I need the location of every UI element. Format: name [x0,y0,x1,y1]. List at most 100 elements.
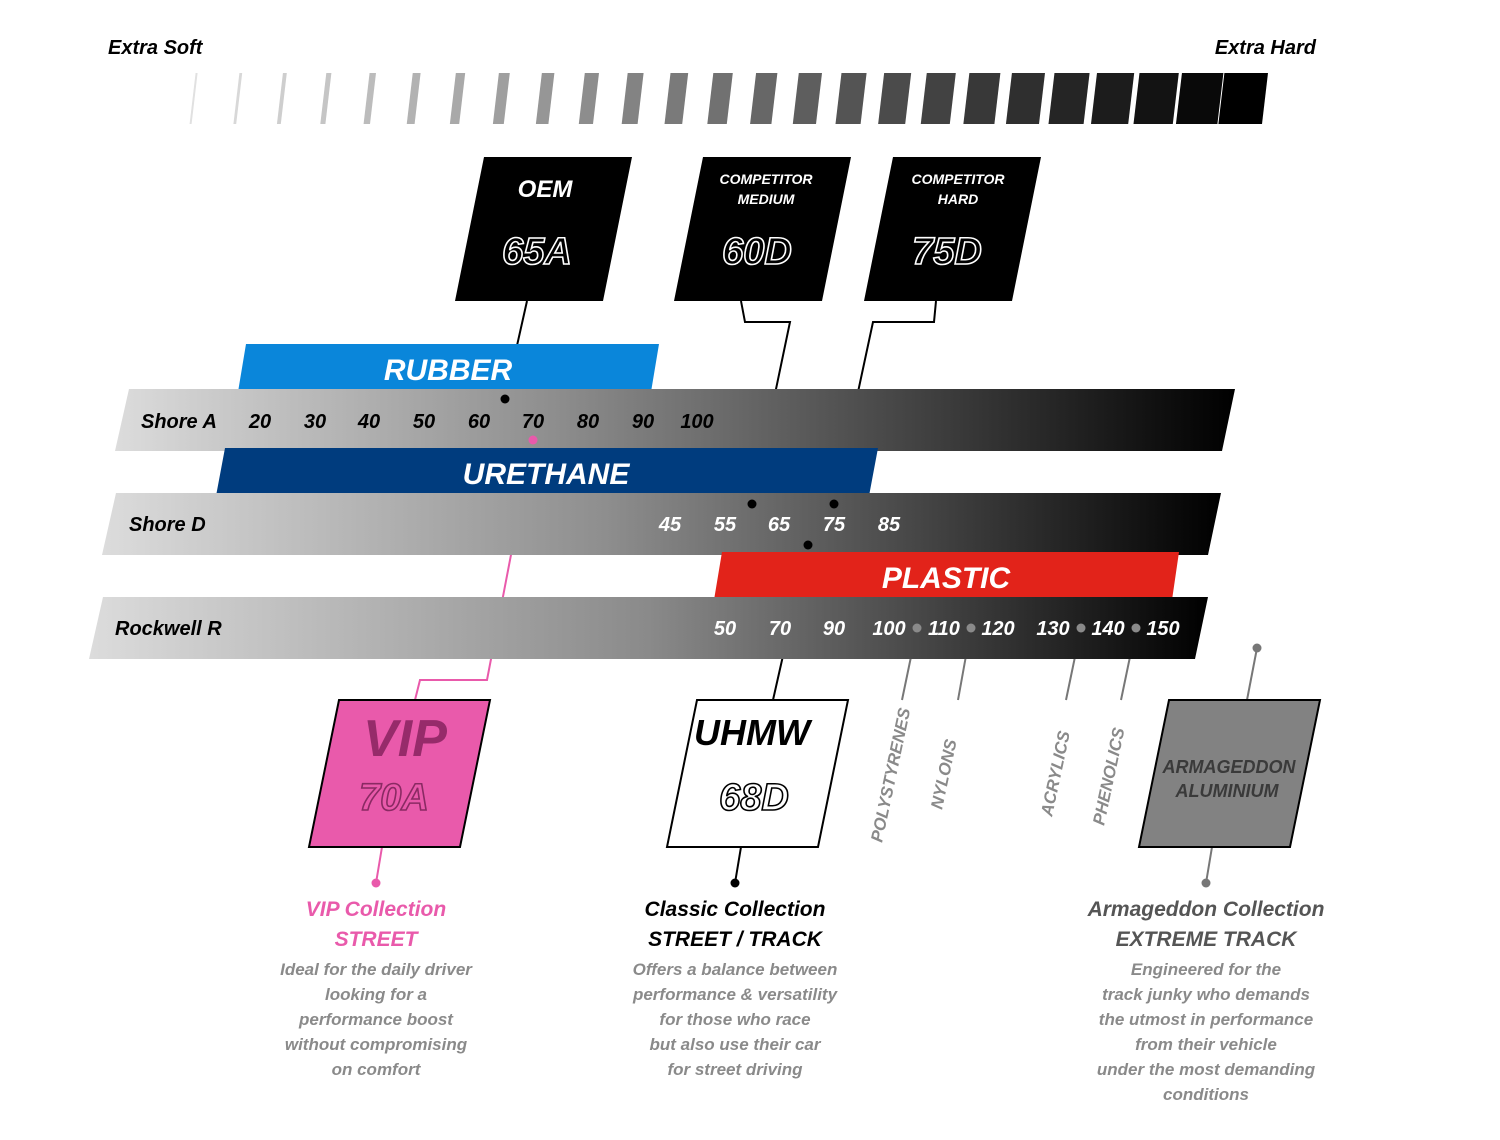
uhmw-marker-dot [803,540,813,550]
armageddon-collection-name: Armageddon Collection [1087,898,1325,921]
plastic-type-labels: POLYSTYRENES NYLONS ACRYLICS PHENOLICS [867,706,1128,844]
phenolics-label: PHENOLICS [1089,725,1128,827]
rockwell-r-tick: 140 [1091,618,1124,640]
hardness-stripe [189,73,198,124]
shore-a-tick: 20 [248,411,271,433]
shore-d-ticks: 45 55 65 75 85 [658,514,901,536]
classic-collection-desc-line: Offers a balance between [633,960,838,979]
competitor-hard-title-2: HARD [938,191,978,207]
hardness-stripe [449,73,466,124]
armageddon-collection-desc-line: Engineered for the [1131,960,1281,979]
hardness-stripe [664,73,689,124]
vip-collection-desc-line: on comfort [332,1060,422,1079]
vip-product-value: 70A [359,777,429,819]
vip-collection-desc-line: performance boost [298,1010,454,1029]
hardness-stripe [1218,73,1268,124]
shore-a-tick: 70 [522,411,544,433]
hardness-stripe [963,73,1001,124]
vip-product-title: VIP [363,710,447,768]
hardness-stripe [492,73,510,124]
hardness-stripe [535,73,555,124]
competitor-hard-callout-box [864,157,1041,301]
hardness-stripe [363,73,376,124]
hardness-stripe [406,73,421,124]
armageddon-collection-use: EXTREME TRACK [1116,928,1299,951]
competitor-hard-value: 75D [912,231,982,273]
plastic-label: PLASTIC [882,562,1012,595]
shore-d-tick: 85 [878,514,901,536]
rockwell-r-scale-bar [89,597,1208,659]
classic-collection-desc-line: for those who race [659,1010,810,1029]
rockwell-r-label: Rockwell R [115,618,222,640]
classic-collection-desc-line: performance & versatility [632,985,839,1004]
hardness-stripe [835,73,867,124]
shore-d-label: Shore D [129,514,206,536]
vip-collection-desc-line: Ideal for the daily driver [280,960,473,979]
shore-d-scale-bar [102,493,1221,555]
competitor-medium-value: 60D [722,231,792,273]
uhmw-product-title: UHMW [694,712,813,753]
uhmw-product: UHMW 68D [665,699,850,848]
hardness-stripe [1090,73,1135,124]
oem-callout: OEM 65A [455,157,632,301]
hardness-stripe [707,73,733,124]
vip-collection-leader-line [375,846,383,884]
shore-a-tick: 60 [468,411,490,433]
competitor-hard-marker-dot [829,499,839,509]
shore-a-ticks: 20 30 40 50 60 70 80 90 100 [248,411,714,433]
vip-collection: VIP Collection STREET Ideal for the dail… [280,898,473,1079]
vip-collection-name: VIP Collection [306,898,446,921]
uhmw-product-value: 68D [719,777,789,819]
rockwell-r-tick: 150 [1146,618,1179,640]
phenolics-marker-dot [1131,623,1141,633]
hardness-stripe [1048,73,1090,124]
polystyrenes-marker-dot [912,623,922,633]
uhmw-product-box [665,699,850,848]
classic-collection-desc-line: but also use their car [650,1035,822,1054]
rockwell-r-tick: 100 [872,618,905,640]
rockwell-r-tick: 130 [1036,618,1069,640]
hardness-stripe [1133,73,1179,124]
armageddon-marker-dot [1252,643,1262,653]
competitor-hard-title-1: COMPETITOR [911,171,1005,187]
shore-d-tick: 55 [714,514,737,536]
shore-a-tick: 80 [577,411,599,433]
hardness-stripe [1005,73,1045,124]
extra-soft-label: Extra Soft [108,37,204,59]
vip-marker-dot [528,435,538,445]
classic-collection-use: STREET / TRACK [648,928,824,951]
oem-callout-box [455,157,632,301]
competitor-medium-marker-dot [747,499,757,509]
armageddon-collection: Armageddon Collection EXTREME TRACK Engi… [1087,898,1325,1104]
shore-d-tick: 75 [823,514,846,536]
hardness-stripe [750,73,778,124]
oem-title: OEM [518,176,574,203]
competitor-medium-title-2: MEDIUM [738,191,795,207]
hardness-stripe [233,73,243,124]
hardness-stripe [920,73,956,124]
shore-d-tick: 65 [768,514,791,536]
shore-a-label: Shore A [141,411,217,433]
competitor-hard-callout: COMPETITOR HARD 75D [864,157,1041,301]
rockwell-r-tick: 50 [714,618,736,640]
classic-collection-dot [730,878,740,888]
extra-hard-label: Extra Hard [1215,37,1317,59]
shore-a-tick: 90 [632,411,654,433]
hardness-stripe [276,73,287,124]
armageddon-product-box [1137,699,1322,848]
marker-dots [371,394,1262,888]
rubber-label: RUBBER [384,354,513,387]
hardness-stripe [621,73,644,124]
classic-collection-name: Classic Collection [645,898,826,921]
urethane-label: URETHANE [463,458,631,491]
urethane-band [216,448,878,496]
vip-collection-dot [371,878,381,888]
vip-collection-desc-line: looking for a [325,985,427,1004]
acrylics-marker-dot [1076,623,1086,633]
armageddon-product: ARMAGEDDON ALUMINIUM [1137,699,1322,848]
armageddon-product-title-2: ALUMINIUM [1175,781,1280,801]
uhmw-collection-leader-line [734,846,742,884]
hardness-stripe [792,73,822,124]
